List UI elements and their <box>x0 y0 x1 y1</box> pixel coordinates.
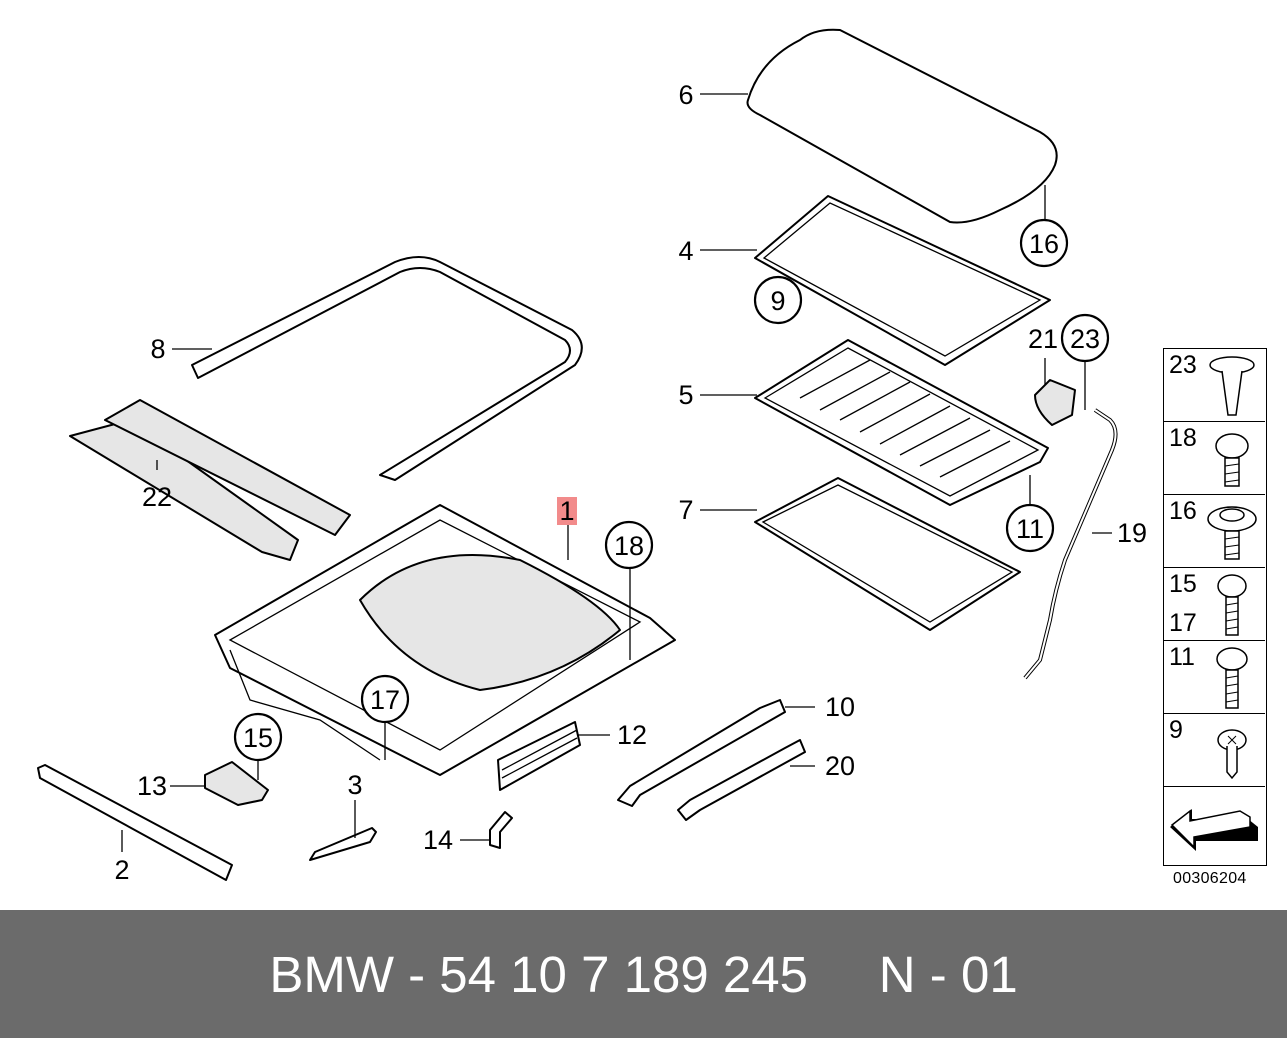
part-22-cross-member <box>69 399 351 561</box>
part-5-sunshade <box>754 339 1049 506</box>
fastener-legend: 23 18 16 15 17 11 <box>1163 348 1267 866</box>
callout-16: 16 <box>1029 229 1059 259</box>
part-20-cable <box>677 739 806 821</box>
part-4-seal-frame <box>754 195 1051 366</box>
clip-icon <box>1209 356 1255 416</box>
legend-label: 18 <box>1169 424 1197 452</box>
callout-20: 20 <box>825 751 855 781</box>
part-13-bracket <box>204 761 269 806</box>
callout-4: 4 <box>678 236 693 266</box>
legend-row-11: 11 <box>1164 641 1265 714</box>
parts-diagram: 6 4 5 7 8 22 1 16 9 23 21 11 19 18 17 15… <box>37 28 1267 887</box>
part-6-glass-panel <box>746 28 1058 224</box>
legend-row-16: 16 <box>1164 495 1265 568</box>
part-2-rail <box>37 764 233 881</box>
part-21-cap <box>1034 379 1076 426</box>
callout-1: 1 <box>559 496 574 526</box>
callout-circles <box>233 218 1110 762</box>
callout-19: 19 <box>1117 518 1147 548</box>
callout-6: 6 <box>678 80 693 110</box>
legend-label: 15 <box>1169 570 1197 598</box>
callout-12: 12 <box>617 720 647 750</box>
callout-13: 13 <box>137 771 167 801</box>
arrow-icon <box>1170 809 1258 851</box>
part-number-text: BMW - 54 10 7 189 245 N - 01 <box>269 945 1018 1003</box>
callout-15: 15 <box>243 723 273 753</box>
legend-label: 11 <box>1169 643 1195 671</box>
legend-label: 9 <box>1169 716 1183 744</box>
part-10-cable <box>617 699 786 807</box>
legend-row-15-17: 15 17 <box>1164 568 1265 641</box>
callout-21: 21 <box>1028 324 1058 354</box>
callout-7: 7 <box>678 495 693 525</box>
legend-row-arrow <box>1164 787 1265 867</box>
callout-10: 10 <box>825 692 855 722</box>
callout-11: 11 <box>1016 514 1044 544</box>
legend-row-23: 23 <box>1164 349 1265 422</box>
callout-8: 8 <box>150 334 165 364</box>
callout-17: 17 <box>370 685 400 715</box>
legend-label: 16 <box>1169 497 1197 525</box>
small-screw-icon <box>1217 729 1247 780</box>
part-19-drain-hose <box>1023 408 1118 680</box>
callout-14: 14 <box>423 825 453 855</box>
legend-row-9: 9 <box>1164 714 1265 787</box>
callout-3: 3 <box>347 770 362 800</box>
flange-screw-icon <box>1207 506 1257 560</box>
legend-label-secondary: 17 <box>1169 609 1197 637</box>
callout-23: 23 <box>1070 324 1100 354</box>
callout-2: 2 <box>114 855 129 885</box>
callout-18: 18 <box>614 531 644 561</box>
legend-label: 23 <box>1169 351 1197 379</box>
leader-lines <box>121 93 1112 852</box>
callout-5: 5 <box>678 380 693 410</box>
screw-icon <box>1215 433 1249 487</box>
part-3-clip <box>309 827 377 861</box>
exploded-view: 6 4 5 7 8 22 1 16 9 23 21 11 19 18 17 15… <box>37 28 1147 885</box>
callout-9: 9 <box>770 286 785 316</box>
part-8-guide-seal <box>191 256 583 481</box>
part-number-banner: BMW - 54 10 7 189 245 N - 01 <box>0 910 1287 1038</box>
part-14-spring-clip <box>489 811 513 849</box>
screw-icon <box>1216 647 1248 709</box>
part-12-deflector <box>497 721 581 791</box>
screw-icon <box>1217 574 1247 636</box>
part-7-seal-ring <box>754 477 1021 631</box>
legend-row-18: 18 <box>1164 422 1265 495</box>
part-1-sunroof-frame <box>214 504 676 776</box>
diagram-code: 00306204 <box>1173 870 1247 887</box>
highlight-part-1 <box>557 497 577 525</box>
callout-22: 22 <box>142 482 172 512</box>
